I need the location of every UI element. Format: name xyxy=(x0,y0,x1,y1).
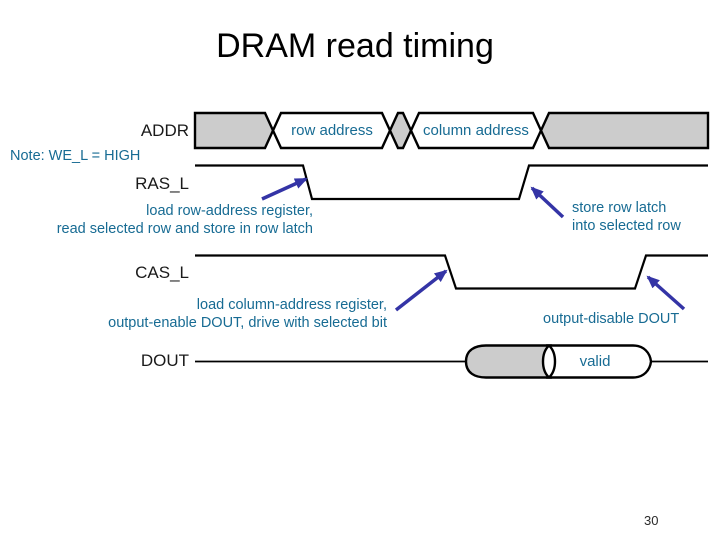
dout-valid-segment xyxy=(545,344,653,379)
ras-rise-arrow xyxy=(530,186,565,219)
ras-label: RAS_L xyxy=(135,174,189,193)
addr-row-address-text: row address xyxy=(291,122,373,139)
cas-waveform xyxy=(195,254,708,290)
annotation-line: load row-address register, xyxy=(146,203,313,219)
cas-fall-annotation: load column-address register, output-ena… xyxy=(108,297,387,332)
annotation-line: load column-address register, xyxy=(196,297,387,313)
annotation-line: read selected row and store in row latch xyxy=(56,220,313,237)
addr-bus-dontcare-left xyxy=(193,111,275,150)
ras-fall-annotation: load row-address register, read selected… xyxy=(57,203,313,238)
addr-bus-dontcare-mid xyxy=(388,111,413,150)
dout-valid-text: valid xyxy=(579,353,611,370)
we-note: Note: WE_L = HIGH xyxy=(10,148,141,164)
annotation-line: store row latch xyxy=(572,200,667,216)
annotation-line: output-enable DOUT, drive with selected … xyxy=(108,314,387,331)
cas-label: CAS_L xyxy=(135,263,189,282)
annotation-line: into selected row xyxy=(572,217,681,234)
addr-label: ADDR xyxy=(140,121,189,140)
addr-bus-dontcare-right xyxy=(539,111,710,150)
page-number: 30 xyxy=(644,513,659,528)
addr-column-address-text: column address xyxy=(423,122,529,139)
cas-fall-arrow xyxy=(394,269,448,312)
page-title: DRAM read timing xyxy=(216,27,494,65)
ras-rise-annotation: store row latch into selected row xyxy=(572,200,681,235)
dout-label: DOUT xyxy=(140,351,189,370)
ras-fall-arrow xyxy=(261,177,308,201)
cas-rise-annotation: output-disable DOUT xyxy=(543,311,679,329)
dout-dontcare-segment xyxy=(464,344,553,379)
annotation-line: output-disable DOUT xyxy=(543,311,680,327)
cas-rise-arrow xyxy=(646,275,686,311)
ras-waveform xyxy=(195,164,708,201)
